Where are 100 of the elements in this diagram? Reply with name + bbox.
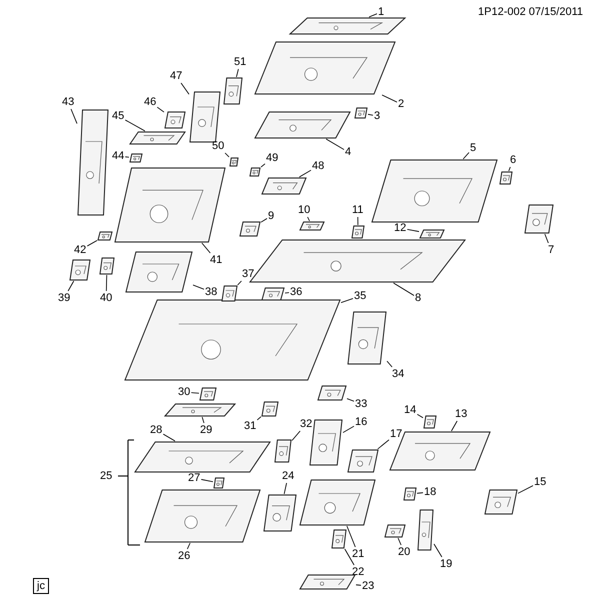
- callout-number: 15: [534, 476, 546, 488]
- leader-line: [180, 82, 190, 95]
- callout-number: 47: [170, 70, 182, 82]
- leader-line: [342, 426, 354, 433]
- part-drawing: [70, 260, 90, 280]
- part-drawing: [275, 440, 291, 462]
- part-drawing: [404, 488, 416, 500]
- part-drawing: [262, 402, 278, 416]
- callout-number: 16: [355, 416, 368, 428]
- leader-line: [406, 228, 420, 232]
- callout-number: 4: [345, 146, 352, 158]
- part-drawing: [525, 205, 553, 233]
- leader-line: [292, 430, 301, 441]
- part-drawing: [424, 416, 436, 428]
- callout-number: 25: [100, 470, 112, 482]
- leader-line: [346, 398, 354, 402]
- callout-number: 21: [352, 548, 364, 560]
- leader-line: [344, 548, 354, 566]
- initials-label: jc: [33, 578, 49, 594]
- part-drawing: [125, 300, 340, 380]
- callout-number: 42: [74, 244, 86, 256]
- leader-line: [382, 94, 398, 102]
- part-drawing: [130, 154, 142, 162]
- callout-number: 37: [242, 268, 254, 280]
- part-drawing: [348, 312, 386, 364]
- part-drawing: [262, 288, 284, 300]
- part-drawing: [115, 168, 225, 242]
- leader-line: [186, 542, 190, 550]
- callout-number: 38: [205, 286, 218, 298]
- part-drawing: [230, 158, 238, 166]
- part-drawing: [240, 222, 260, 236]
- part-drawing: [135, 442, 270, 472]
- callout-number: 30: [178, 386, 190, 398]
- part-drawing: [300, 480, 375, 525]
- callout-number: 46: [144, 96, 156, 108]
- callout-number: 31: [244, 420, 256, 432]
- leader-line: [106, 274, 108, 292]
- callout-number: 6: [510, 154, 516, 166]
- leader-line: [202, 416, 204, 424]
- part-drawing: [318, 386, 346, 400]
- leader-line: [307, 216, 310, 222]
- leader-line: [544, 234, 549, 244]
- part-drawing: [100, 258, 114, 274]
- part-drawing: [485, 490, 517, 514]
- leader-line: [260, 218, 268, 223]
- leader-line: [236, 68, 239, 78]
- part-drawing: [385, 525, 405, 537]
- part-drawing: [418, 510, 433, 550]
- callout-number: 2: [398, 98, 404, 110]
- leader-line: [357, 216, 358, 226]
- leader-line: [192, 284, 204, 290]
- callout-number: 12: [394, 222, 406, 234]
- part-drawing: [300, 222, 324, 230]
- callout-number: 17: [390, 428, 402, 440]
- callout-number: 36: [290, 286, 302, 298]
- callout-number: 32: [300, 418, 312, 430]
- part-drawing: [98, 232, 112, 240]
- part-drawing: [420, 230, 444, 238]
- callout-number: 9: [268, 210, 274, 222]
- leader-line: [398, 538, 402, 546]
- leader-line: [284, 292, 290, 294]
- part-drawing: [332, 530, 346, 548]
- leader-line: [451, 420, 458, 432]
- leader-line: [393, 282, 414, 296]
- part-drawing: [224, 78, 242, 104]
- callout-number: 50: [212, 140, 224, 152]
- callout-number: 1: [378, 6, 384, 18]
- callout-number: 14: [404, 404, 416, 416]
- callout-number: 39: [58, 292, 70, 304]
- callout-number: 8: [415, 292, 422, 304]
- callout-number: 27: [188, 472, 200, 484]
- leader-line: [518, 485, 534, 494]
- part-drawing: [255, 112, 350, 138]
- callout-number: 29: [200, 424, 212, 436]
- callout-number: 22: [352, 566, 364, 578]
- part-drawing: [348, 450, 378, 472]
- leader-line: [356, 584, 362, 586]
- callout-number: 20: [398, 546, 410, 558]
- part-drawing: [214, 478, 224, 488]
- callout-number: 44: [112, 150, 124, 162]
- part-drawing: [222, 286, 237, 301]
- part-drawing: [165, 404, 235, 416]
- part-drawing: [145, 490, 260, 542]
- leader-line: [298, 170, 312, 178]
- callout-number: 3: [374, 110, 380, 122]
- callout-number: 49: [266, 152, 278, 164]
- part-drawing: [500, 172, 512, 184]
- leader-line: [386, 360, 392, 368]
- part-drawing: [300, 575, 355, 589]
- leader-line: [70, 108, 78, 124]
- callout-number: 24: [282, 470, 294, 482]
- leader-line: [434, 544, 442, 558]
- callout-number: 19: [440, 558, 452, 570]
- callout-number: 18: [424, 486, 436, 498]
- part-drawing: [262, 178, 306, 194]
- callout-number: 40: [100, 292, 112, 304]
- leader-line: [508, 166, 511, 172]
- part-drawing: [372, 160, 497, 222]
- part-drawing: [250, 168, 260, 176]
- callout-number: 26: [178, 550, 190, 562]
